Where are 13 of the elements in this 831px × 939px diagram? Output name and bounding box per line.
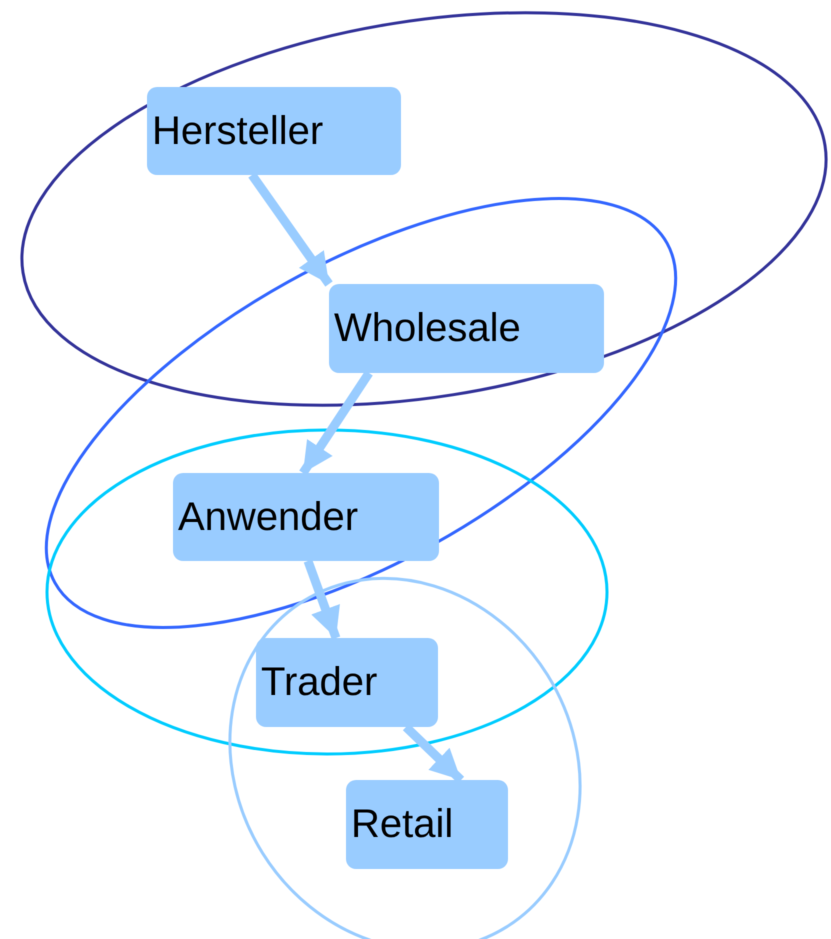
process-box	[173, 473, 439, 561]
process-box	[256, 638, 438, 727]
node-label: Anwender	[178, 494, 358, 540]
node-label: Hersteller	[152, 108, 324, 154]
node-label: Wholesale	[334, 306, 521, 351]
node-label: Trader	[261, 660, 378, 705]
process-box	[147, 87, 401, 175]
process-box	[329, 284, 604, 373]
node-label: Retail	[351, 802, 454, 847]
arrow	[304, 559, 340, 640]
process-box	[346, 780, 508, 869]
arrow	[299, 370, 373, 476]
arrow	[248, 172, 333, 287]
